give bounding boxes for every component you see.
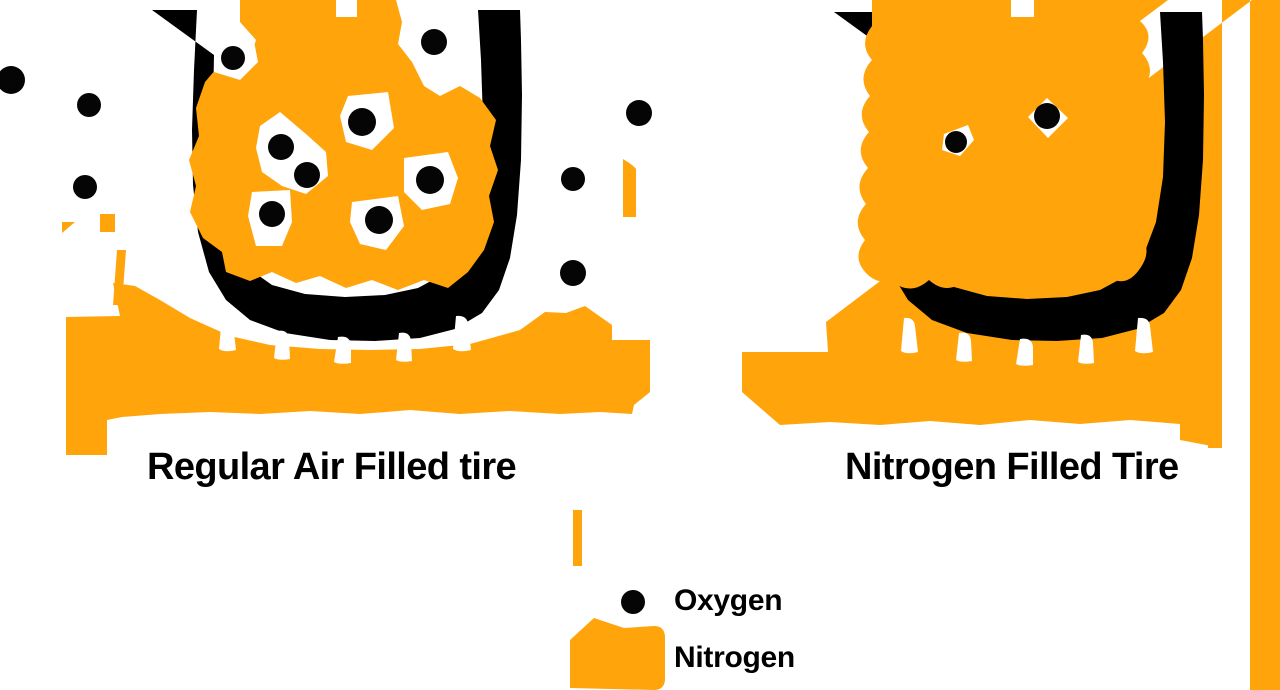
tread-groove bbox=[1016, 338, 1033, 366]
tread-groove bbox=[1135, 317, 1153, 354]
oxygen-dot bbox=[1034, 103, 1060, 129]
oxygen-dot bbox=[221, 46, 245, 70]
right-ground-shape-secondary bbox=[1180, 288, 1222, 448]
tread-groove bbox=[396, 332, 412, 362]
tread-groove bbox=[274, 330, 290, 360]
left-tire-panel bbox=[0, 0, 650, 455]
oxygen-dot bbox=[259, 201, 285, 227]
right-tire-outer-shape bbox=[834, 12, 1204, 341]
right-oxygen-molecules bbox=[942, 98, 1068, 156]
oxygen-dot bbox=[268, 134, 294, 160]
oxygen-molecule bbox=[1028, 98, 1068, 138]
left-tread-grooves bbox=[219, 315, 471, 364]
oxygen-molecule bbox=[404, 152, 458, 210]
tread-groove bbox=[453, 315, 471, 352]
legend-label-nitrogen: Nitrogen bbox=[674, 641, 795, 674]
legend-oxygen-swatch bbox=[621, 590, 645, 614]
left-orange-fragments bbox=[62, 214, 126, 305]
tread-groove bbox=[956, 332, 972, 362]
orange-divider-bar bbox=[573, 510, 582, 566]
oxygen-molecule bbox=[942, 125, 974, 156]
right-tire-rubber bbox=[834, 12, 1204, 366]
left-ground-band bbox=[66, 283, 650, 455]
orange-fragment bbox=[113, 250, 126, 305]
left-tire-outer-shape bbox=[152, 10, 522, 341]
oxygen-molecule bbox=[214, 36, 258, 80]
oxygen-dot bbox=[365, 206, 393, 234]
oxygen-dot-escaped bbox=[77, 93, 101, 117]
legend bbox=[570, 590, 665, 690]
oxygen-dot-escaped bbox=[73, 175, 97, 199]
left-oxygen-molecules bbox=[214, 18, 462, 250]
left-tire-caption: Regular Air Filled tire bbox=[147, 446, 517, 488]
orange-fragment bbox=[623, 159, 636, 217]
oxygen-dot bbox=[421, 29, 447, 55]
right-nitrogen-fill bbox=[857, 0, 1168, 289]
oxygen-dot-escaped bbox=[561, 167, 585, 191]
oxygen-molecule bbox=[248, 190, 292, 246]
oxygen-dot bbox=[416, 166, 444, 194]
tread-groove bbox=[334, 336, 351, 364]
tread-groove bbox=[901, 317, 918, 354]
middle-escaped-oxygen bbox=[560, 100, 652, 566]
oxygen-dot-escaped bbox=[0, 66, 25, 94]
right-tread-grooves bbox=[901, 317, 1153, 366]
right-gas-blob bbox=[857, 0, 1168, 289]
oxygen-molecule bbox=[412, 18, 462, 66]
left-ground-shape bbox=[66, 283, 650, 455]
oxygen-dot-escaped bbox=[560, 260, 586, 286]
oxygen-dot bbox=[348, 108, 376, 136]
oxygen-molecule bbox=[256, 112, 328, 194]
tread-groove bbox=[1078, 334, 1094, 364]
legend-nitrogen-swatch bbox=[570, 618, 665, 690]
oxygen-dot-escaped bbox=[626, 100, 652, 126]
left-tire-rubber bbox=[152, 10, 522, 364]
oxygen-molecule bbox=[350, 196, 404, 250]
orange-fragment bbox=[100, 214, 115, 232]
oxygen-dot bbox=[294, 162, 320, 188]
tread-groove bbox=[219, 315, 236, 352]
left-escaped-oxygen bbox=[0, 66, 101, 199]
right-tire-caption: Nitrogen Filled Tire bbox=[845, 446, 1179, 488]
oxygen-dot bbox=[945, 131, 967, 153]
orange-fragment bbox=[62, 222, 75, 233]
legend-label-oxygen: Oxygen bbox=[674, 584, 783, 617]
oxygen-molecule bbox=[340, 92, 394, 150]
right-tire-panel bbox=[742, 0, 1280, 690]
